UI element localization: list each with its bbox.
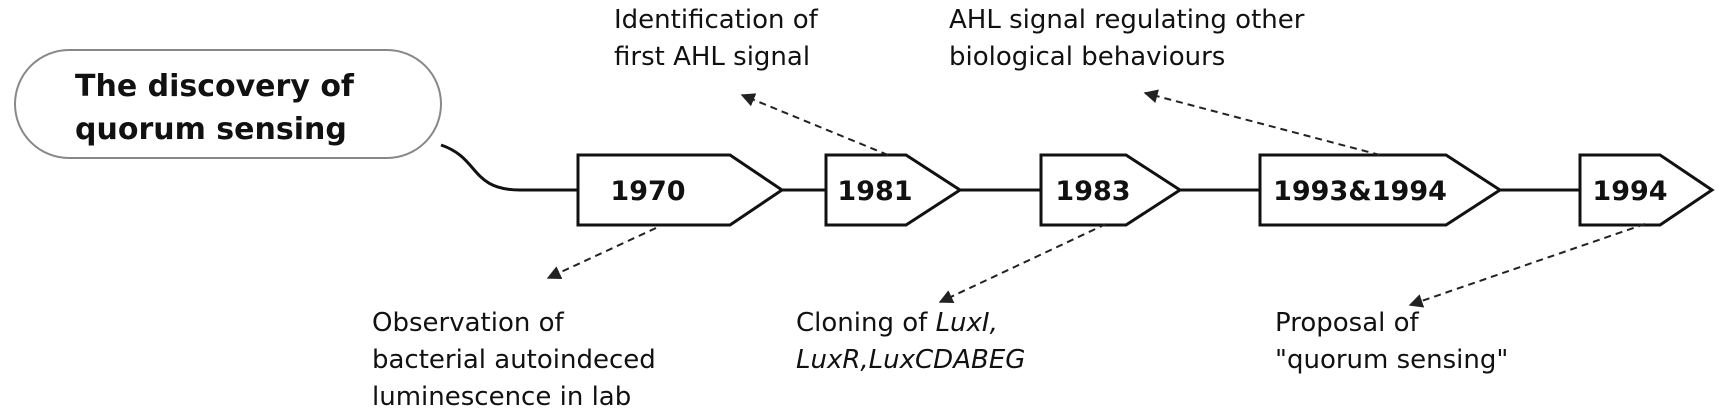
note-line-segment: first AHL signal bbox=[614, 42, 810, 72]
note-line-segment: "quorum sensing" bbox=[1275, 345, 1508, 375]
title-line-2: quorum sensing bbox=[75, 112, 347, 147]
note-line-segment: biological behaviours bbox=[949, 42, 1225, 72]
milestone-year: 1994 bbox=[1592, 176, 1667, 207]
note-line-segment: Observation of bbox=[372, 308, 564, 338]
pointer-arrow-1970 bbox=[546, 227, 657, 280]
milestone-1970: 1970 bbox=[576, 153, 785, 227]
note-1994: Proposal of "quorum sensing" bbox=[1275, 308, 1508, 375]
note-line-segment: Proposal of bbox=[1275, 308, 1420, 338]
note-1993-1994: AHL signal regulating other biological be… bbox=[949, 5, 1305, 72]
note-line-segment: luminescence in lab bbox=[372, 382, 631, 412]
note-1970: Observation of bacterial autoindeced lumin… bbox=[372, 308, 656, 412]
note-1983: Cloning of LuxI, LuxR,LuxCDABEG bbox=[796, 308, 1025, 375]
milestone-box bbox=[1039, 153, 1183, 227]
note-line-segment: bacterial autoindeced bbox=[372, 345, 656, 375]
milestone-box bbox=[1258, 153, 1503, 227]
milestone-year: 1981 bbox=[837, 176, 912, 207]
title-connector bbox=[440, 143, 1710, 192]
milestone-1981: 1981 bbox=[824, 153, 963, 227]
note-line-segment: LuxR,LuxCDABEG bbox=[796, 345, 1025, 375]
milestone-box bbox=[576, 153, 785, 227]
pointer-arrow-1994 bbox=[1408, 223, 1646, 308]
note-line-segment: Identification of bbox=[614, 5, 819, 35]
milestone-1994: 1994 bbox=[1578, 153, 1715, 227]
note-line-segment: LuxI, bbox=[936, 308, 998, 338]
pointer-arrow-1993-1994 bbox=[1143, 89, 1381, 156]
pointer-arrow-1983 bbox=[938, 223, 1107, 303]
milestone-year: 1993&1994 bbox=[1273, 176, 1447, 207]
milestone-box bbox=[824, 153, 963, 227]
note-1981: Identification of first AHL signal bbox=[614, 5, 819, 72]
note-line-segment: AHL signal regulating other bbox=[949, 5, 1305, 35]
title-pill bbox=[14, 49, 442, 159]
title-node: The discovery of quorum sensing bbox=[14, 49, 442, 159]
milestone-1983: 1983 bbox=[1039, 153, 1183, 227]
milestone-year: 1983 bbox=[1055, 176, 1130, 207]
pointer-arrow-1981 bbox=[740, 93, 889, 156]
milestone-1993-1994: 1993&1994 bbox=[1258, 153, 1503, 227]
note-line-segment: Cloning of bbox=[796, 308, 936, 338]
milestone-year: 1970 bbox=[610, 176, 685, 207]
milestone-box bbox=[1578, 153, 1715, 227]
title-line-1: The discovery of bbox=[75, 69, 355, 104]
